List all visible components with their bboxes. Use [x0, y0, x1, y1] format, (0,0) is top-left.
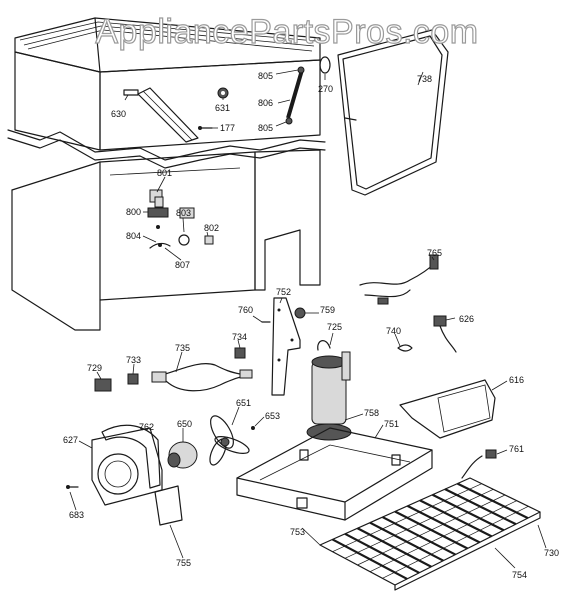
coil-wire	[332, 483, 482, 552]
condenser-coil	[319, 455, 541, 591]
callout-627: 627	[63, 435, 78, 445]
callout-801: 801	[157, 168, 172, 178]
leader-lines	[69, 69, 547, 569]
callout-626: 626	[459, 314, 474, 324]
compressor-bracket	[261, 297, 306, 396]
callout-650: 650	[177, 419, 192, 429]
callout-270: 270	[318, 84, 333, 94]
wiring-harness-735	[94, 347, 253, 392]
callout-755: 755	[176, 558, 191, 568]
condenser-fan	[209, 415, 255, 466]
callout-729: 729	[87, 363, 102, 373]
clip-761	[485, 449, 497, 459]
callout-758: 758	[364, 408, 379, 418]
coil-wire	[344, 489, 494, 559]
callout-800: 800	[126, 207, 141, 217]
coil-wire	[382, 506, 529, 579]
callout-762: 762	[139, 422, 154, 432]
callout-761: 761	[509, 444, 524, 454]
callout-807: 807	[175, 260, 190, 270]
fan-motor	[167, 441, 198, 469]
callout-730: 730	[544, 548, 559, 558]
coil-wire	[357, 494, 506, 566]
watermark-text: AppliancePartsPros.com	[95, 13, 478, 51]
callout-734: 734	[232, 332, 247, 342]
callout-725: 725	[327, 322, 342, 332]
callout-733: 733	[126, 355, 141, 365]
callout-760: 760	[238, 305, 253, 315]
callout-759: 759	[320, 305, 335, 315]
clamp-740	[397, 344, 413, 352]
callout-754: 754	[512, 570, 527, 580]
callout-735: 735	[175, 343, 190, 353]
compressor	[306, 340, 352, 441]
callout-806: 806	[258, 98, 273, 108]
callout-751: 751	[384, 419, 399, 429]
callout-653: 653	[265, 411, 280, 421]
callout-177: 177	[220, 123, 235, 133]
coil-wire	[369, 500, 517, 572]
callout-683: 683	[69, 510, 84, 520]
callout-805-top: 805	[258, 71, 273, 81]
base-pan	[236, 427, 433, 521]
callout-802: 802	[204, 223, 219, 233]
defrost-timer-assembly	[147, 189, 214, 249]
cabinet-assembly	[7, 17, 331, 331]
callout-752: 752	[276, 287, 291, 297]
callout-805-bottom: 805	[258, 123, 273, 133]
cover-panel-616	[399, 379, 496, 439]
fan-shroud	[66, 424, 183, 526]
callout-765: 765	[427, 248, 442, 258]
callout-740: 740	[386, 326, 401, 336]
callout-804: 804	[126, 231, 141, 241]
callout-631: 631	[215, 103, 230, 113]
callout-738: 738	[417, 74, 432, 84]
callout-651: 651	[236, 398, 251, 408]
callout-630: 630	[111, 109, 126, 119]
wiring-harness-765	[359, 254, 457, 353]
callout-labels: 630 631 177 805 806 805 270 738 801 800 …	[63, 71, 559, 580]
callout-803: 803	[176, 208, 191, 218]
door-gasket	[337, 29, 449, 196]
callout-616: 616	[509, 375, 524, 385]
callout-753: 753	[290, 527, 305, 537]
